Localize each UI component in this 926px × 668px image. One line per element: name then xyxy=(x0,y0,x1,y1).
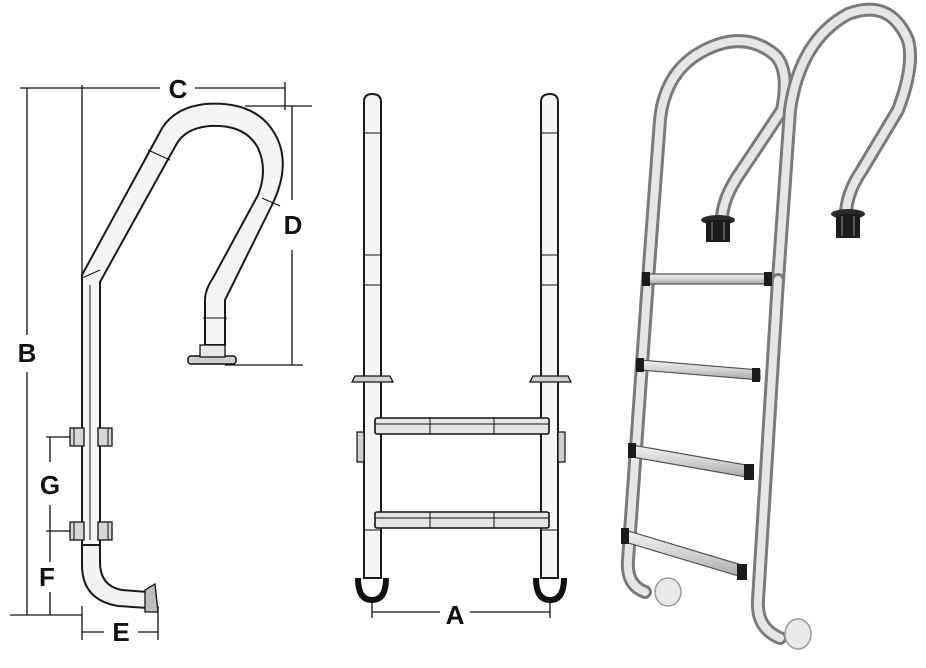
photo-tread-3 xyxy=(628,443,754,480)
side-bottom-foot xyxy=(81,544,149,610)
front-view-drawing: A xyxy=(350,92,573,630)
photo-right-foot-pad xyxy=(784,618,812,650)
photo-right-anchor xyxy=(831,209,865,238)
photo-left-stringer xyxy=(623,276,652,596)
label-b: B xyxy=(18,338,37,368)
label-d: D xyxy=(284,210,303,240)
photo-left-foot-pad xyxy=(654,577,682,607)
photo-left-handrail-outline xyxy=(641,34,792,287)
photo-right-stringer xyxy=(753,276,784,642)
label-f: F xyxy=(39,562,55,592)
front-right-flange xyxy=(528,375,573,383)
side-rail-joint-2 xyxy=(261,197,281,207)
front-left-foot xyxy=(355,577,389,604)
photo-tread-1 xyxy=(642,272,772,286)
side-rail-joint-4 xyxy=(147,149,171,161)
front-tread-lower xyxy=(374,511,550,529)
side-rail-joint-1 xyxy=(81,269,101,279)
label-a: A xyxy=(446,600,465,630)
label-e: E xyxy=(112,617,129,647)
front-right-bumper xyxy=(557,431,566,463)
side-foot-pad xyxy=(144,582,159,613)
side-wall-bumper-lower xyxy=(69,521,113,541)
front-left-bumper xyxy=(356,431,365,463)
photo-right-handrail xyxy=(774,5,914,284)
photo-tread-2 xyxy=(636,358,761,382)
label-c: C xyxy=(169,74,188,104)
side-handrail xyxy=(81,102,284,546)
label-g: G xyxy=(40,470,60,500)
ladder-photo-render xyxy=(620,2,917,650)
photo-left-anchor xyxy=(701,215,735,242)
photo-right-handrail-outline xyxy=(771,2,917,287)
side-view-drawing: C B D G F E xyxy=(10,74,312,647)
front-right-rail xyxy=(540,92,559,579)
front-left-flange xyxy=(350,375,395,383)
front-right-foot xyxy=(533,577,567,604)
front-left-rail xyxy=(363,92,382,579)
photo-left-handrail xyxy=(644,37,789,284)
photo-tread-4 xyxy=(621,528,747,580)
front-tread-upper xyxy=(374,417,550,435)
side-deck-anchor xyxy=(199,344,226,358)
